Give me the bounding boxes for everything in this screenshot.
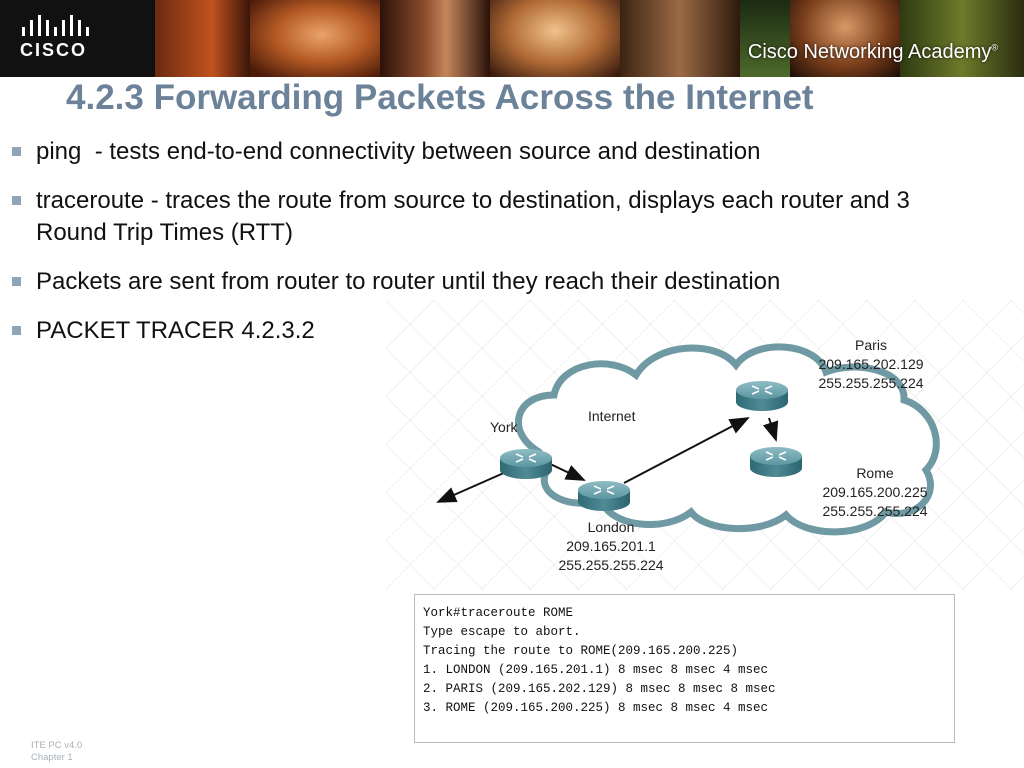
bullet-text: ping - tests end-to-end connectivity bet… (36, 138, 761, 165)
paris-to-rome-arrow (762, 417, 779, 442)
london-to-paris-arrow (623, 417, 750, 484)
banner-photo-collage (155, 0, 1024, 77)
photo-panel (740, 0, 790, 77)
router-london-icon (578, 481, 630, 511)
cisco-bars-icon (22, 15, 89, 36)
bullet-item: ping - tests end-to-end connectivity bet… (12, 136, 760, 168)
cisco-logo: CISCO (0, 0, 155, 77)
terminal-line: 1. LONDON (209.165.201.1) 8 msec 8 msec … (423, 663, 769, 677)
bullet-item: traceroute - traces the route from sourc… (12, 185, 932, 249)
london-info: London 209.165.201.1 255.255.255.224 (546, 518, 676, 575)
york-to-london-arrow (545, 461, 586, 481)
terminal-line: York#traceroute ROME (423, 606, 574, 620)
bullet-item: PACKET TRACER 4.2.3.2 (12, 315, 315, 347)
photo-panel (620, 0, 740, 77)
internet-label: Internet (588, 408, 636, 424)
photo-panel (490, 0, 620, 77)
bullet-text: traceroute - traces the route from sourc… (36, 187, 917, 246)
network-diagram-graphic (386, 300, 1024, 590)
course-label: ITE PC v4.0 (31, 740, 83, 751)
terminal-line: 3. ROME (209.165.200.225) 8 msec 8 msec … (423, 701, 769, 715)
header-banner: CISCO Cisco Networking Academy® (0, 0, 1024, 77)
bullet-square-icon (12, 147, 21, 156)
slide-title: 4.2.3 Forwarding Packets Across the Inte… (66, 78, 814, 117)
photo-panel (250, 0, 380, 77)
terminal-line: 2. PARIS (209.165.202.129) 8 msec 8 msec… (423, 682, 776, 696)
photo-panel (900, 0, 1024, 77)
traceroute-output: York#traceroute ROME Type escape to abor… (414, 594, 955, 743)
photo-panel (155, 0, 250, 77)
bullet-text: PACKET TRACER 4.2.3.2 (36, 317, 315, 344)
terminal-line: Tracing the route to ROME(209.165.200.22… (423, 644, 739, 658)
bullet-item: Packets are sent from router to router u… (12, 266, 780, 298)
london-ip: 209.165.201.1 (566, 538, 656, 554)
router-paris-icon (736, 381, 788, 411)
photo-panel (790, 0, 900, 77)
rome-info: Rome 209.165.200.225 255.255.255.224 (810, 464, 940, 521)
bullet-text: Packets are sent from router to router u… (36, 268, 781, 295)
slide-footer: ITE PC v4.0 Chapter 1 (31, 740, 82, 764)
rome-ip: 209.165.200.225 (822, 484, 928, 500)
cisco-wordmark: CISCO (20, 40, 88, 60)
router-rome-icon (750, 447, 802, 477)
chapter-label: Chapter 1 (31, 752, 73, 763)
router-york-icon (500, 449, 552, 479)
paris-info: Paris 209.165.202.129 255.255.255.224 (806, 336, 936, 393)
paris-mask: 255.255.255.224 (818, 375, 924, 391)
terminal-line: Type escape to abort. (423, 625, 581, 639)
bullet-square-icon (12, 196, 21, 205)
london-name: London (587, 519, 635, 535)
rome-name: Rome (856, 465, 894, 481)
bullet-square-icon (12, 277, 21, 286)
network-diagram: Internet York London 209.165.201.1 255.2… (386, 300, 1024, 590)
york-label: York (490, 419, 518, 435)
rome-mask: 255.255.255.224 (822, 503, 928, 519)
london-mask: 255.255.255.224 (558, 557, 664, 573)
paris-name: Paris (855, 337, 887, 353)
bullet-square-icon (12, 326, 21, 335)
photo-panel (380, 0, 490, 77)
york-to-outside-arrow (436, 471, 507, 503)
academy-title: Cisco Networking Academy® (747, 41, 998, 63)
paris-ip: 209.165.202.129 (818, 356, 924, 372)
